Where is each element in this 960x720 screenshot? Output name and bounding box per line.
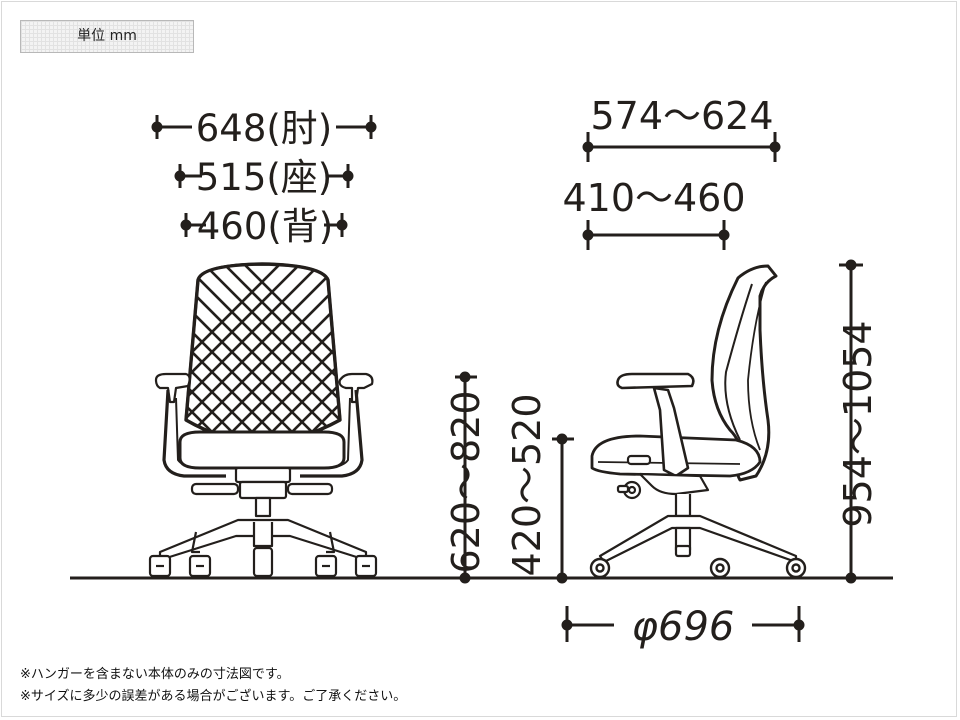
side-arm-post bbox=[652, 386, 690, 478]
dim-arm-height: 620～820 bbox=[444, 390, 488, 573]
front-view-chair bbox=[148, 262, 378, 578]
note-line: ※ハンガーを含まない本体のみの寸法図です。 bbox=[20, 667, 290, 682]
right-armrest bbox=[338, 372, 374, 404]
dim-base-diameter: φ696 bbox=[632, 604, 735, 650]
dim-width-arm: 648(肘) bbox=[196, 107, 333, 150]
mesh-backrest bbox=[184, 262, 342, 444]
dim-width-seat: 515(座) bbox=[196, 156, 333, 199]
dim-total-height: 954～1054 bbox=[836, 320, 880, 527]
side-armrest bbox=[616, 372, 695, 390]
dim-seat-height: 420～520 bbox=[505, 393, 549, 576]
right-lever bbox=[286, 482, 334, 496]
front-casters bbox=[148, 546, 378, 578]
unit-label: 単位 mm bbox=[20, 20, 194, 53]
dim-depth-overall: 574～624 bbox=[590, 94, 773, 138]
dim-width-back: 460(背) bbox=[197, 205, 334, 248]
left-lever bbox=[190, 482, 240, 496]
front-seat bbox=[178, 430, 346, 470]
note-line: ※サイズに多少の誤差がある場合がございます。ご了承ください。 bbox=[20, 689, 407, 704]
footnotes: ※ハンガーを含まない本体のみの寸法図です。 ※サイズに多少の誤差がある場合がござ… bbox=[20, 664, 406, 708]
side-backrest bbox=[710, 264, 778, 482]
left-armrest bbox=[154, 372, 191, 404]
right-arm-post bbox=[300, 389, 364, 478]
left-arm-post bbox=[162, 389, 226, 478]
dimension-lines bbox=[151, 115, 863, 642]
side-casters bbox=[589, 557, 807, 579]
side-view-chair bbox=[589, 264, 807, 579]
side-base bbox=[598, 514, 798, 564]
dim-depth-seat: 410～460 bbox=[562, 176, 745, 220]
